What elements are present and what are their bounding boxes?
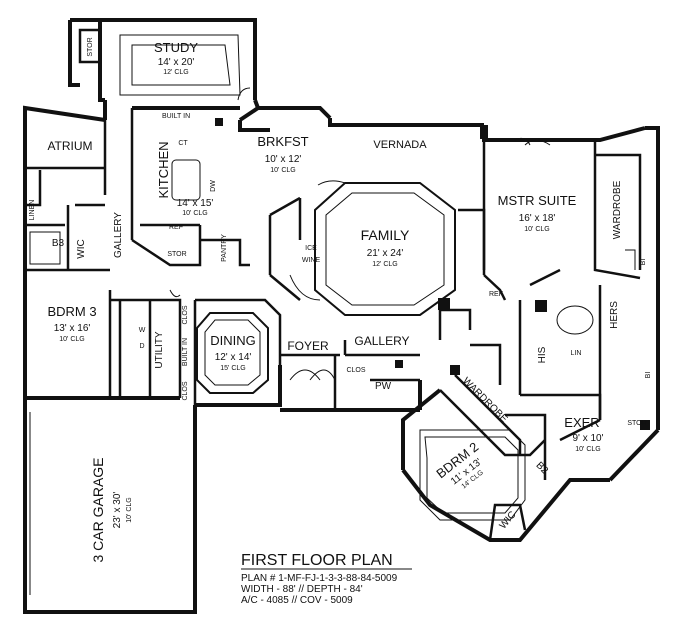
linen-label: LINEN [29,200,36,221]
plan-info-line-3: A/C - 4085 // COV - 5009 [241,595,353,606]
bdrm3-size: 13' x 16' [54,323,91,334]
garage-size: 23' x 30' [112,492,123,529]
columns [215,118,650,430]
interior-walls [25,28,642,541]
pantry-label: PANTRY [221,234,228,262]
ceiling-trims [29,44,636,595]
brkfst-size: 10' x 12' [265,154,302,165]
dining-clg: 15' CLG [220,365,245,372]
hers-name: HERS [609,301,620,329]
ct-label: CT [178,140,188,147]
gallery-west-name: GALLERY [113,212,124,258]
exer-clg: 10' CLG [575,446,600,453]
brkfst-name: BRKFST [257,134,308,149]
ref-kitchen: REF [169,224,183,231]
study-size: 14' x 20' [158,57,195,68]
ref-family: REF [489,291,503,298]
his-name: HIS [537,346,548,363]
foyer-name: FOYER [287,339,329,353]
family-name: FAMILY [361,227,410,243]
study-name: STUDY [154,40,198,55]
family-clg: 12' CLG [372,261,397,268]
b3-label: B3 [52,238,65,249]
clos-dining-2: CLOS [182,381,189,400]
pw-label: PW [375,381,392,392]
plan-info-line-1: PLAN # 1-MF-FJ-1-3-3-88-84-5009 [241,573,398,584]
kitchen-size: 14' x 15' [177,198,214,209]
stor-study: STOR [87,37,94,56]
b2-label: B2 [534,460,551,477]
kitchen-clg: 10' CLG [182,210,207,217]
dining-size: 12' x 14' [215,352,252,363]
plan-info-line-2: WIDTH - 88' // DEPTH - 84' [241,584,363,595]
garage-name: 3 CAR GARAGE [90,457,106,562]
wic-b3-label: WIC [76,239,87,258]
stor-kitchen: STOR [167,251,186,258]
garage-clg: 10' CLG [126,497,133,522]
plan-info: FIRST FLOOR PLAN PLAN # 1-MF-FJ-1-3-3-88… [241,552,412,606]
study-clg: 12' CLG [163,69,188,76]
lin-label: LIN [571,350,582,357]
mstr-suite-clg: 10' CLG [524,226,549,233]
gallery-main-name: GALLERY [354,334,409,348]
atrium-name: ATRIUM [47,139,92,153]
plan-title: FIRST FLOOR PLAN [241,552,393,569]
mstr-suite-size: 16' x 18' [519,213,556,224]
bi-label-2: BI [645,372,652,379]
d-label: D [139,343,144,350]
dining-name: DINING [210,333,256,348]
walls [23,18,660,614]
wardrobe-master-name: WARDROBE [612,180,623,239]
bdrm3-name: BDRM 3 [47,304,96,319]
brkfst-clg: 10' CLG [270,167,295,174]
stor-exer: STOR [627,420,646,427]
exer-name: EXER [564,415,599,430]
dw-label: DW [210,180,217,192]
vernada-name: VERNADA [373,139,427,151]
clos-dining: CLOS [182,305,189,324]
bi-label-1: BI [640,259,647,266]
built-in-dining: BUILT IN [182,338,189,366]
mstr-suite-name: MSTR SUITE [498,193,577,208]
clos-foyer: CLOS [346,367,365,374]
built-in-kitchen: BUILT IN [162,113,190,120]
exer-size: 9' x 10' [572,433,603,444]
wine-label: WINE [302,257,321,264]
kitchen-name: KITCHEN [156,141,171,198]
family-size: 21' x 24' [367,248,404,259]
utility-name: UTILITY [154,331,165,369]
w-label: W [139,327,146,334]
bdrm3-clg: 10' CLG [59,336,84,343]
ice-label: ICE [305,245,317,252]
